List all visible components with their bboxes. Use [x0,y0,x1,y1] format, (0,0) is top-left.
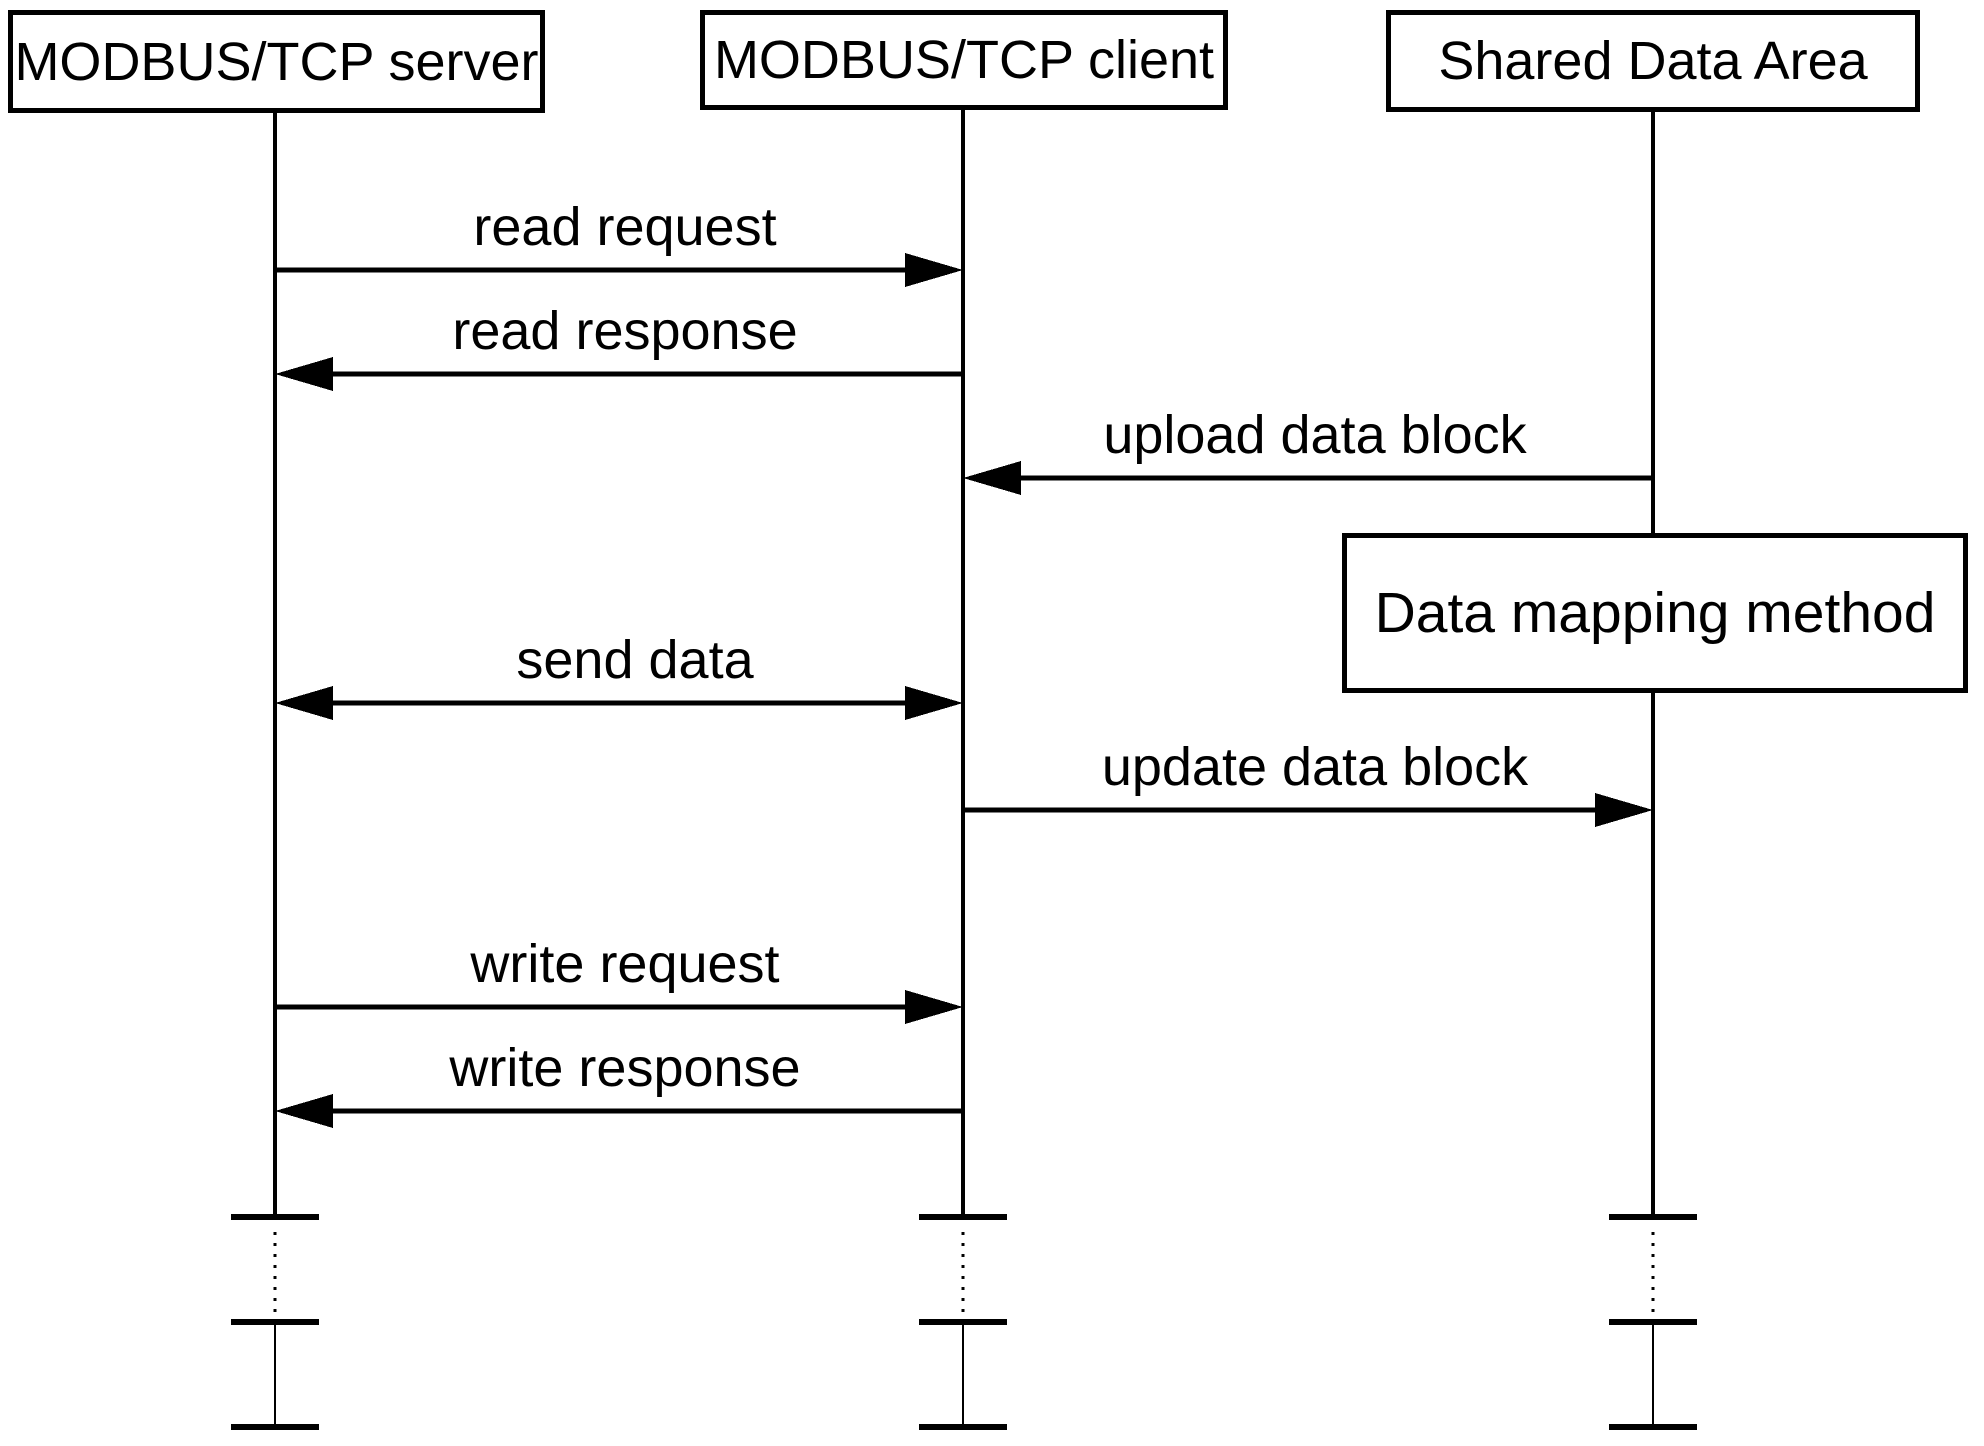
arrow-write-response-head-left-icon [275,1094,333,1128]
actor-box-shared-data-area: Shared Data Area [1386,10,1920,112]
arrow-update-data-block-head-right-icon [1595,793,1653,827]
note-box-data-mapping-method: Data mapping method [1342,533,1968,693]
arrow-read-response [275,357,963,391]
message-label-read-request: read request [473,197,777,257]
arrow-write-request [275,990,963,1024]
arrow-read-response-head-left-icon [275,357,333,391]
actor-box-modbus-tcp-server: MODBUS/TCP server [8,10,545,113]
note-label-data-mapping-method: Data mapping method [1374,580,1936,645]
arrow-read-request [275,253,963,287]
actor-label-modbus-tcp-client: MODBUS/TCP client [713,30,1215,90]
arrow-send-data-head-right-icon [905,686,963,720]
arrow-write-response [275,1094,963,1128]
arrow-upload-data-block [963,461,1653,495]
actor-label-modbus-tcp-server: MODBUS/TCP server [14,31,539,92]
arrow-send-data-head-left-icon [275,686,333,720]
arrow-send-data [275,686,963,720]
message-label-write-request: write request [470,934,780,994]
actor-box-modbus-tcp-client: MODBUS/TCP client [700,10,1228,110]
lifeline-terminator-client [919,1214,1007,1430]
arrow-update-data-block [963,793,1653,827]
arrow-read-request-head-right-icon [905,253,963,287]
arrow-write-request-head-right-icon [905,990,963,1024]
message-label-update-data-block: update data block [1101,737,1529,797]
message-label-read-response: read response [452,301,798,361]
arrow-upload-data-block-head-left-icon [963,461,1021,495]
message-label-write-response: write response [449,1038,801,1098]
message-label-send-data: send data [516,630,754,690]
lifeline-terminator-shared [1609,1214,1697,1430]
lifeline-terminator-server [231,1214,319,1430]
actor-label-shared-data-area: Shared Data Area [1438,31,1868,91]
message-label-upload-data-block: upload data block [1103,405,1527,465]
